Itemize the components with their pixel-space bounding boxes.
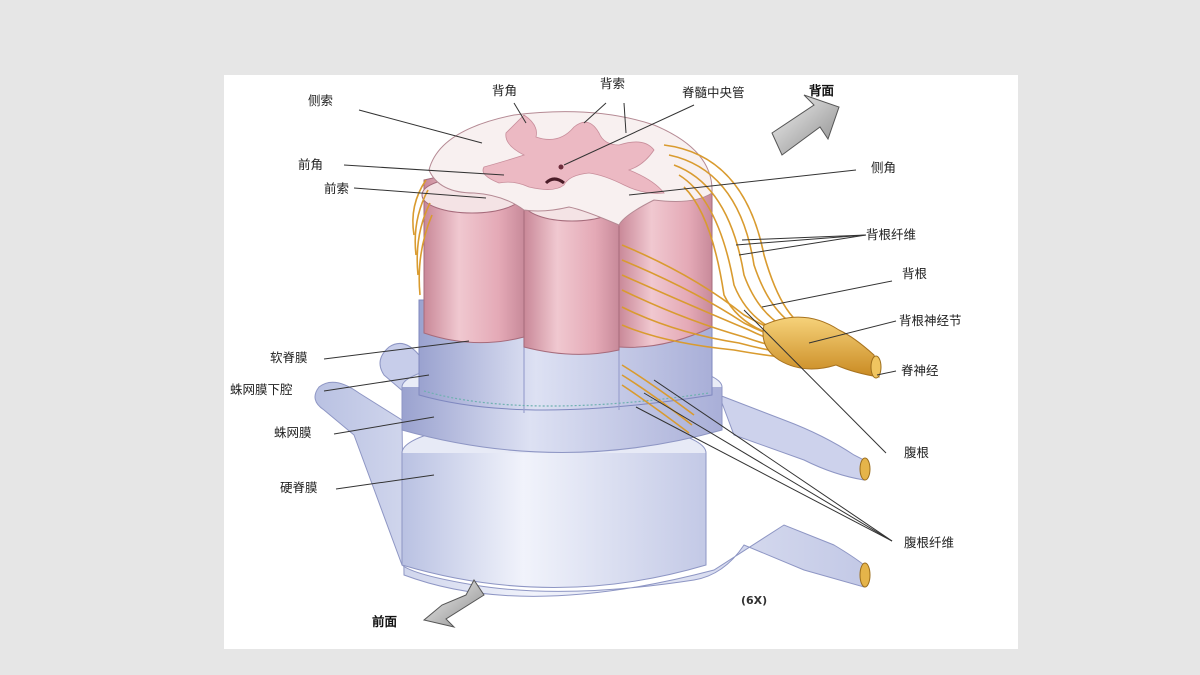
label-spinal-nerve: 脊神经 <box>901 363 939 378</box>
dorsal-direction-arrow <box>771 94 840 156</box>
label-central-canal: 脊髓中央管 <box>682 85 745 100</box>
label-ventral-side: 前面 <box>372 614 398 629</box>
label-ventral-horn: 前角 <box>298 157 323 172</box>
label-dorsal-root: 背根 <box>902 266 928 281</box>
label-dorsal-rootlets: 背根纤维 <box>866 227 916 242</box>
slide-canvas: 侧索 背角 背索 脊髓中央管 背面 前角 前索 侧角 背根纤维 背根 背根神经节… <box>224 75 1018 649</box>
dorsal-root-ganglion <box>762 316 882 379</box>
label-dorsal-horn: 背角 <box>492 83 517 98</box>
label-ventral-funiculus: 前索 <box>324 181 349 196</box>
label-arachnoid: 蛛网膜 <box>274 425 312 440</box>
label-dura-mater: 硬脊膜 <box>280 480 318 495</box>
leader-lines <box>323 102 897 542</box>
spinal-cord-diagram: 侧索 背角 背索 脊髓中央管 背面 前角 前索 侧角 背根纤维 背根 背根神经节… <box>230 76 962 629</box>
central-canal-dot <box>558 164 564 170</box>
gray-matter <box>482 114 665 194</box>
ventral-direction-arrow <box>422 579 485 628</box>
label-ventral-root: 腹根 <box>904 445 930 460</box>
label-lateral-funiculus: 侧索 <box>308 93 333 108</box>
label-magnification: (6X) <box>741 594 767 607</box>
label-subarachnoid-space: 蛛网膜下腔 <box>230 382 293 397</box>
label-pia-mater: 软脊膜 <box>270 350 308 365</box>
label-ventral-rootlets: 腹根纤维 <box>904 535 954 550</box>
label-lateral-horn: 侧角 <box>871 160 896 175</box>
cross-section <box>428 111 713 226</box>
label-dorsal-side: 背面 <box>809 83 835 98</box>
label-dorsal-funiculus: 背索 <box>600 76 625 91</box>
label-dorsal-root-ganglion: 背根神经节 <box>899 313 962 328</box>
